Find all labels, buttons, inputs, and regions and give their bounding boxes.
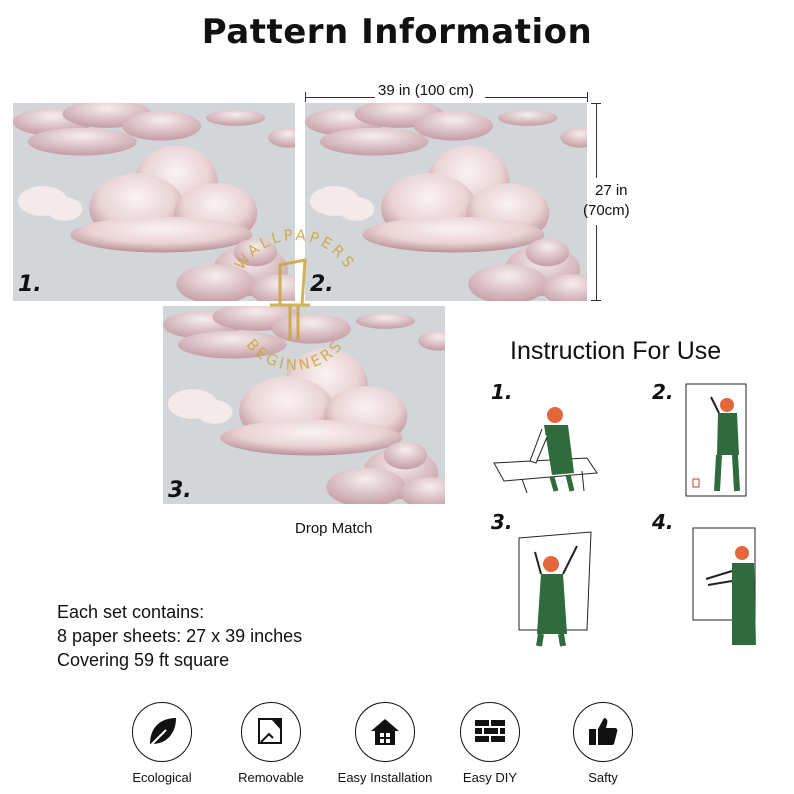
set-info-line-1: Each set contains: [57, 602, 205, 622]
width-dimension-tick-left [305, 92, 306, 102]
set-info-line-3: Covering 59 ft square [57, 650, 230, 670]
set-info-line-2: 8 paper sheets: 27 x 39 inches [57, 626, 303, 646]
width-dimension-line-left [305, 97, 375, 98]
drop-match-label: Drop Match [295, 520, 373, 537]
width-dimension-label: 39 in (100 cm) [378, 82, 474, 99]
easy-installation-badge [355, 702, 415, 762]
panel-number-1: 1. [18, 272, 42, 297]
watermark-logo: WALLPAPERS BEGINNERS [231, 226, 360, 375]
feature-label: Safty [588, 770, 618, 785]
height-dimension-tick-bottom [591, 300, 601, 301]
pattern-panel-1 [13, 103, 295, 301]
feature-label: Easy DIY [462, 770, 518, 785]
height-dimension-line-bottom [596, 225, 597, 301]
step-number-4: 4. [652, 510, 674, 534]
feature-removable: Removable [221, 702, 321, 785]
feature-safty: Safty [553, 702, 653, 785]
feature-label: Easy Installation [337, 770, 433, 785]
page-title: Pattern Information [201, 12, 593, 52]
paint-brush-icon [270, 258, 310, 340]
step-1-illustration [493, 407, 598, 493]
height-dimension-tick-top [591, 103, 601, 104]
step-number-1: 1. [491, 380, 513, 404]
step-4-illustration [692, 527, 756, 645]
thumbs-up-icon [589, 718, 618, 745]
height-dimension-line-top [596, 103, 597, 178]
easy-diy-badge [460, 702, 520, 762]
pattern-panel-2 [305, 103, 587, 301]
instruction-title: Instruction For Use [510, 337, 722, 365]
removable-badge [241, 702, 301, 762]
watermark-top-text: WALLPAPERS [231, 226, 357, 273]
panel-number-2: 2. [310, 272, 334, 297]
feature-label: Ecological [132, 770, 192, 785]
feature-label: Removable [238, 770, 304, 785]
height-dimension-label-1: 27 in [595, 182, 628, 199]
step-2-illustration [685, 383, 747, 497]
panel-number-3: 3. [168, 478, 192, 503]
watermark-bottom-text: BEGINNERS [243, 335, 345, 374]
svg-text:BEGINNERS: BEGINNERS [243, 335, 348, 374]
svg-text:WALLPAPERS: WALLPAPERS [231, 226, 360, 273]
step-3-illustration [518, 531, 592, 647]
feature-easy-diy: Easy DIY [440, 702, 540, 785]
step-number-2: 2. [652, 380, 674, 404]
step-number-3: 3. [491, 510, 513, 534]
peel-icon [258, 718, 282, 744]
ecological-badge [132, 702, 192, 762]
height-dimension-label-2: (70cm) [583, 202, 630, 219]
safty-badge [573, 702, 633, 762]
brick-wall-icon [475, 720, 505, 742]
width-dimension-line-right [485, 97, 587, 98]
house-icon [371, 719, 399, 745]
pattern-panel-3 [163, 306, 445, 504]
feature-easy-installation: Easy Installation [335, 702, 435, 785]
leaf-icon [149, 718, 176, 747]
width-dimension-tick-right [587, 92, 588, 102]
feature-ecological: Ecological [112, 702, 212, 785]
